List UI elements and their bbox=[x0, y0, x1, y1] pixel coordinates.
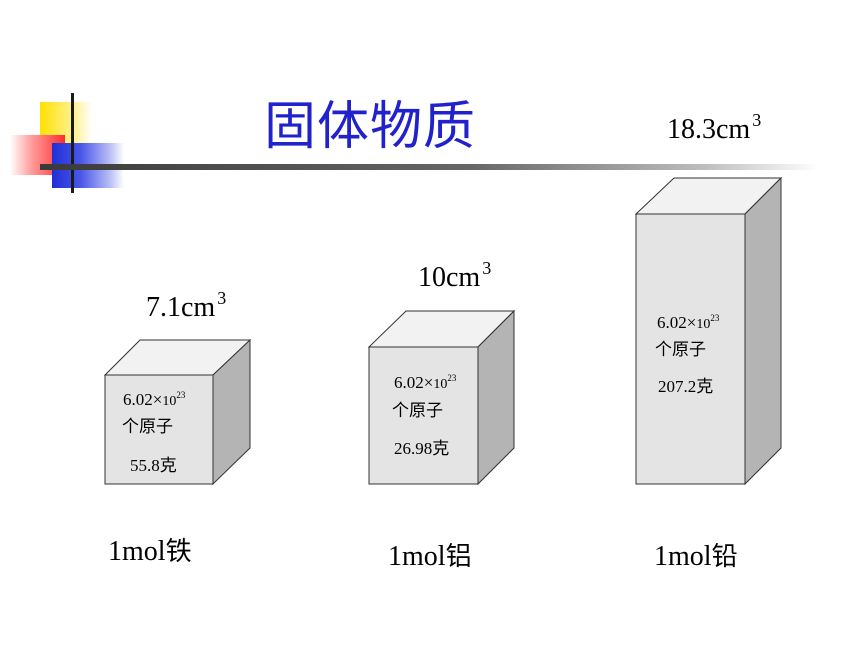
volume-aluminium-exponent: 3 bbox=[482, 258, 492, 278]
volume-iron-value: 7.1cm bbox=[146, 292, 216, 323]
volume-iron-exponent: 3 bbox=[217, 288, 227, 308]
label-aluminium-element: 铝 bbox=[445, 542, 472, 572]
mass-iron: 55.8克 bbox=[130, 456, 177, 475]
label-aluminium-amount: 1mol bbox=[388, 541, 446, 572]
label-iron: 1mol铁 bbox=[108, 531, 192, 568]
atoms-aluminium-unit: 个原子 bbox=[392, 401, 443, 421]
volume-lead-exponent: 3 bbox=[752, 110, 762, 130]
label-lead-amount: 1mol bbox=[654, 541, 712, 572]
atoms-iron-base: 10 bbox=[162, 394, 177, 409]
page-title: 固体物质 bbox=[264, 97, 477, 157]
atoms-aluminium: 6.02×1023 bbox=[394, 374, 456, 392]
atoms-iron-unit: 个原子 bbox=[122, 417, 173, 437]
cube-lead-front bbox=[635, 213, 746, 485]
cube-lead-side bbox=[744, 176, 782, 486]
mass-lead: 207.2克 bbox=[658, 377, 714, 396]
label-lead-element: 铅 bbox=[711, 542, 738, 572]
volume-aluminium-value: 10cm bbox=[418, 262, 481, 293]
atoms-iron-exp: 23 bbox=[176, 390, 186, 400]
atoms-aluminium-exp: 23 bbox=[447, 373, 457, 383]
atoms-lead-unit: 个原子 bbox=[655, 340, 706, 360]
atoms-lead-exp: 23 bbox=[710, 313, 720, 323]
cube-aluminium-front bbox=[368, 346, 479, 485]
title-underline bbox=[40, 164, 820, 170]
label-iron-amount: 1mol bbox=[108, 536, 166, 567]
label-iron-element: 铁 bbox=[165, 537, 192, 567]
atoms-aluminium-coef: 6.02× bbox=[394, 373, 434, 392]
label-aluminium: 1mol铝 bbox=[388, 536, 472, 573]
atoms-aluminium-base: 10 bbox=[433, 377, 448, 392]
cube-iron-front bbox=[104, 374, 214, 485]
label-lead: 1mol铅 bbox=[654, 536, 738, 573]
cube-lead bbox=[634, 176, 783, 486]
atoms-iron: 6.02×1023 bbox=[123, 391, 185, 409]
volume-lead-value: 18.3cm bbox=[667, 114, 751, 145]
atoms-lead-coef: 6.02× bbox=[657, 313, 697, 332]
cube-aluminium bbox=[367, 309, 516, 486]
atoms-lead-base: 10 bbox=[696, 317, 711, 332]
atoms-iron-coef: 6.02× bbox=[123, 390, 163, 409]
decor-vertical-line bbox=[71, 93, 74, 193]
cube-iron bbox=[103, 338, 252, 486]
atoms-lead: 6.02×1023 bbox=[657, 314, 719, 332]
mass-aluminium: 26.98克 bbox=[394, 439, 450, 458]
